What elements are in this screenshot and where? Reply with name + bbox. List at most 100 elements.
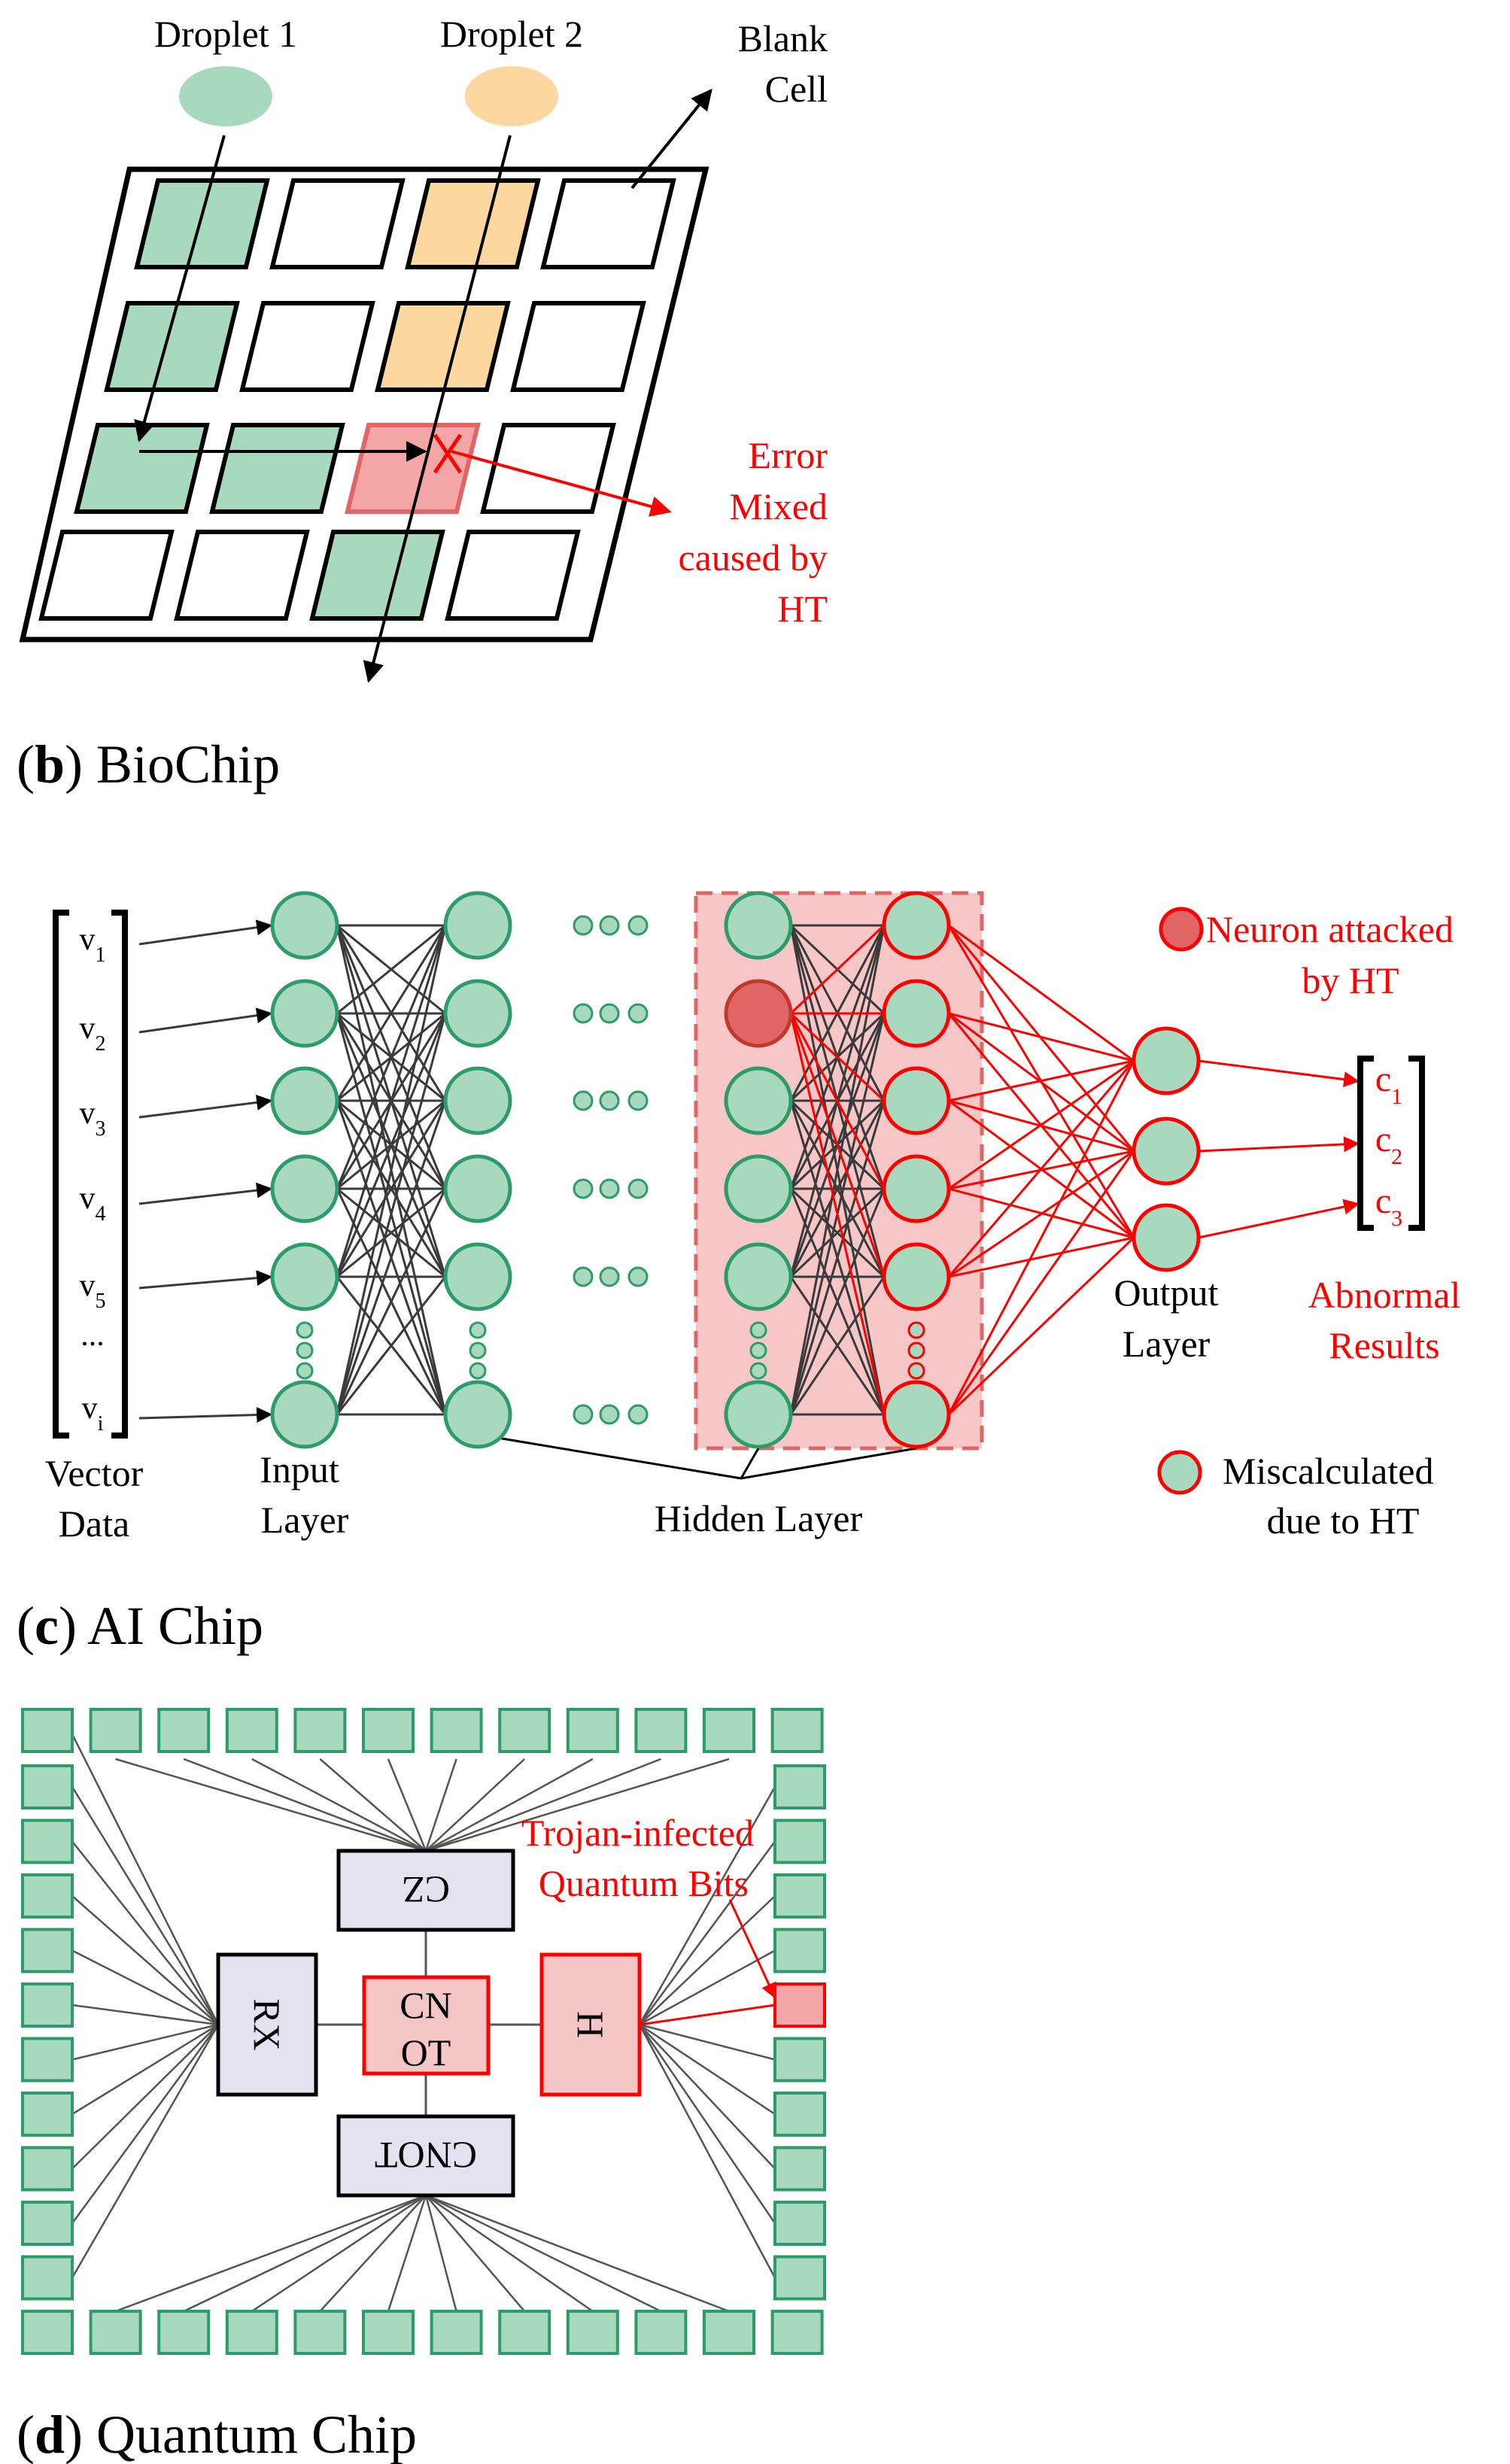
qubit-line-to-rx bbox=[71, 2024, 219, 2170]
qubit-pad bbox=[703, 1708, 755, 1753]
biochip-cell bbox=[405, 178, 541, 269]
biochip-droplet-paths bbox=[134, 88, 712, 683]
qubit-line-to-cnot bbox=[425, 2194, 594, 2313]
qubit-pad bbox=[21, 2146, 74, 2192]
connection-input-to-hidden bbox=[336, 925, 447, 1415]
qubit-line-to-cnot bbox=[183, 2194, 427, 2313]
ellipsis-dot bbox=[599, 1404, 620, 1425]
qubit-pad bbox=[773, 2146, 826, 2192]
error-pointer bbox=[451, 450, 672, 517]
ellipsis-dot bbox=[627, 1090, 649, 1111]
legend-attacked-label-line1: Neuron attacked bbox=[1206, 908, 1454, 950]
qubit-pad bbox=[703, 2310, 755, 2355]
ellipsis-dot bbox=[296, 1362, 314, 1380]
qubit-line-to-h bbox=[639, 1895, 776, 2025]
vector-entry: ... bbox=[81, 1318, 105, 1353]
qubit-line-to-rx bbox=[71, 1895, 219, 2025]
biochip-panel: Droplet 1 Droplet 2 Blank Cell Error Mix… bbox=[17, 13, 828, 794]
legend-miscalculated-neuron-icon bbox=[1157, 1450, 1202, 1495]
droplet-1 bbox=[179, 66, 272, 126]
biochip-cell bbox=[345, 423, 481, 514]
neuron bbox=[882, 1154, 951, 1223]
ellipsis-dot bbox=[296, 1341, 314, 1360]
qubit-line-to-rx bbox=[71, 2023, 219, 2061]
biochip-cell bbox=[445, 530, 581, 621]
vector-entry: vi bbox=[82, 1391, 104, 1436]
connection-output-to-result bbox=[1198, 1136, 1360, 1153]
qubit-pad bbox=[225, 1708, 278, 1753]
qubit-pad bbox=[566, 1708, 619, 1753]
hidden-layer-pointer-c bbox=[740, 1447, 917, 1480]
connection-vector-to-input bbox=[138, 1182, 273, 1205]
qubit-line-to-cz bbox=[425, 1758, 730, 1852]
ellipsis-dot bbox=[573, 1003, 594, 1024]
connection-input-to-hidden bbox=[336, 1100, 447, 1278]
neuron bbox=[270, 1242, 339, 1311]
qubit-pad bbox=[566, 2310, 619, 2355]
qubit-pad bbox=[21, 2037, 74, 2083]
qubit-pad bbox=[89, 1708, 142, 1753]
vector-data-label-line2: Data bbox=[59, 1502, 129, 1545]
qubit-line-to-rx bbox=[71, 1733, 220, 2025]
qubit-line-to-h bbox=[639, 2024, 776, 2170]
qubit-pads bbox=[21, 1708, 826, 2355]
qubit-line-to-cz bbox=[319, 1758, 427, 1852]
biochip-cell-grid bbox=[19, 166, 709, 643]
qubit-pad bbox=[21, 1764, 74, 1809]
vector-data-label-line1: Vector bbox=[45, 1452, 144, 1494]
qubit-line-to-h bbox=[638, 1786, 776, 2025]
ellipsis-dot bbox=[907, 1341, 925, 1360]
qubit-pad bbox=[21, 1818, 74, 1864]
hidden-layer-pointer-a bbox=[492, 1436, 742, 1480]
error-label-line4: HT bbox=[777, 588, 828, 630]
output-entry: c3 bbox=[1375, 1181, 1402, 1231]
gate-cnot-bottom-label: CNOT bbox=[375, 2134, 477, 2177]
neuron bbox=[882, 1380, 951, 1449]
neuron bbox=[882, 891, 951, 960]
qubit-line-to-cnot bbox=[115, 2194, 427, 2313]
qubit-pad bbox=[430, 1708, 483, 1753]
gate-cz-label: CZ bbox=[402, 1869, 450, 1911]
ellipsis-dot bbox=[599, 1178, 620, 1199]
qubit-line-to-rx bbox=[71, 1786, 220, 2025]
connection-hidden-to-output bbox=[947, 1236, 1135, 1416]
gate-cnot-center-line1: CN bbox=[400, 1984, 451, 2026]
neuron bbox=[724, 1242, 793, 1311]
ellipsis-dot bbox=[573, 1178, 594, 1199]
connection-hidden-to-hidden bbox=[789, 1100, 886, 1278]
connection-output-to-result bbox=[1198, 1199, 1360, 1239]
qubit-pad bbox=[21, 1708, 74, 1753]
output-entry: c1 bbox=[1375, 1059, 1402, 1109]
connection-from-attacked-neuron bbox=[789, 1013, 886, 1278]
legend-miscalculated-label-line1: Miscalculated bbox=[1223, 1450, 1433, 1492]
trojan-infected-qubit-pad bbox=[773, 1982, 826, 2028]
neuron bbox=[882, 1242, 951, 1311]
ellipsis-dot bbox=[627, 1266, 649, 1287]
qubit-line-to-h bbox=[639, 1949, 776, 2026]
biochip-cell bbox=[38, 530, 175, 621]
ellipsis-dot bbox=[573, 1404, 594, 1425]
qubit-line-to-h bbox=[639, 2023, 776, 2061]
qubit-line-to-rx bbox=[71, 2024, 220, 2224]
vector-entry: v4 bbox=[80, 1181, 106, 1226]
qubit-line-to-cnot bbox=[424, 2195, 457, 2312]
ai-chip-caption: (c) AI Chip bbox=[17, 1596, 263, 1656]
connection-vector-to-input bbox=[138, 1270, 273, 1290]
droplet-2-label: Droplet 2 bbox=[440, 13, 583, 55]
biochip-cell bbox=[239, 301, 375, 392]
ellipsis-dot bbox=[749, 1341, 767, 1360]
connection-hidden-to-hidden bbox=[789, 1100, 886, 1415]
qubit-pad bbox=[498, 1708, 551, 1753]
quantum-chip-panel: CZ RX CN OT H CNOT Trojan-infected Quant… bbox=[17, 1708, 826, 2464]
trojan-label-line1: Trojan-infected bbox=[521, 1812, 754, 1854]
ellipsis-dot bbox=[469, 1341, 487, 1360]
qubit-line-to-cnot bbox=[425, 2194, 730, 2313]
vector-entry: v2 bbox=[80, 1011, 106, 1056]
biochip-cell bbox=[209, 423, 345, 514]
connection-input-to-hidden bbox=[336, 925, 447, 1189]
connection-vector-to-input bbox=[138, 919, 273, 946]
qubit-pad bbox=[770, 1708, 824, 1753]
connection-hidden-to-output bbox=[947, 1060, 1135, 1415]
